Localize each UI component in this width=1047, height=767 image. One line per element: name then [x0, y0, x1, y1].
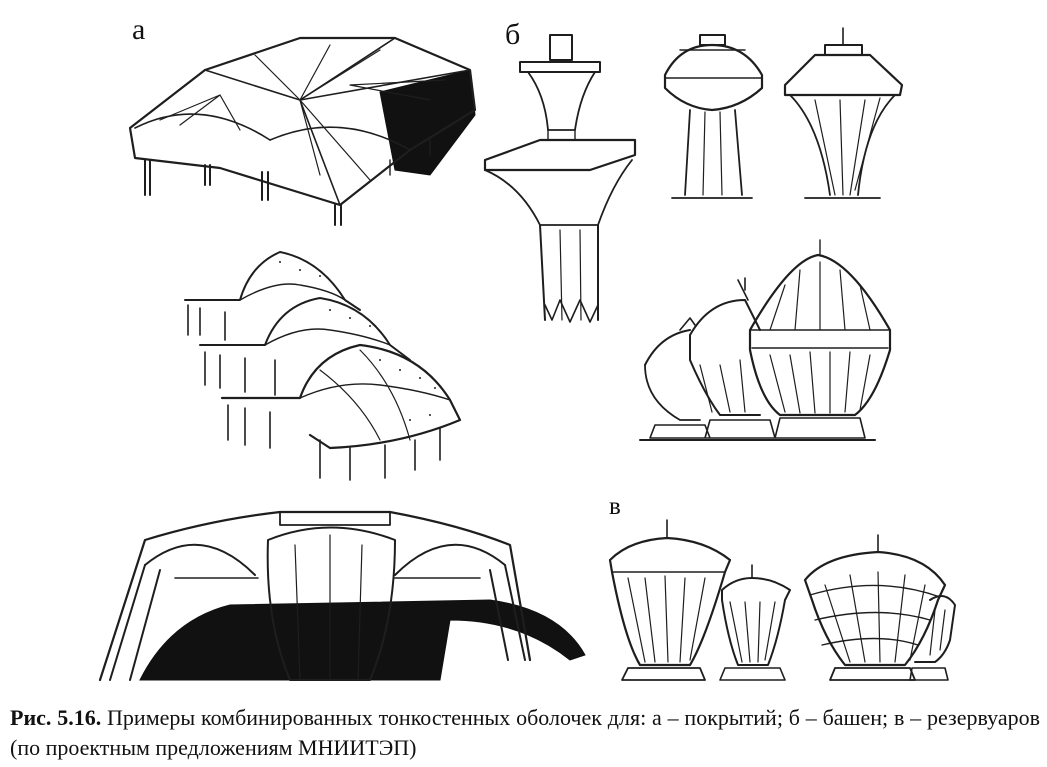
- shell-drawings: [98, 27, 956, 682]
- drawing-tower-flared: [783, 27, 904, 199]
- figure-label-b: б: [505, 18, 521, 51]
- drawing-roof-dome: [128, 36, 477, 226]
- drawing-tanks-group: [639, 239, 892, 441]
- drawing-tower-bulb: [663, 34, 764, 199]
- caption-number: Рис. 5.16.: [10, 705, 102, 730]
- drawing-roof-arches: [98, 510, 586, 682]
- drawing-reservoir-pair-right: [803, 534, 956, 681]
- figure-caption: Рис. 5.16. Примеры комбинированных тонко…: [10, 703, 1040, 763]
- figure-label-a: а: [132, 13, 146, 46]
- figure-label-c: в: [609, 493, 621, 520]
- caption-text: Примеры комбинированных тонкостенных обо…: [10, 705, 1040, 760]
- drawing-tower-tall: [483, 34, 637, 323]
- drawing-roof-stepped: [184, 251, 462, 481]
- drawing-reservoir-pair-left: [608, 519, 791, 681]
- figure-5-16: а б в: [98, 13, 956, 682]
